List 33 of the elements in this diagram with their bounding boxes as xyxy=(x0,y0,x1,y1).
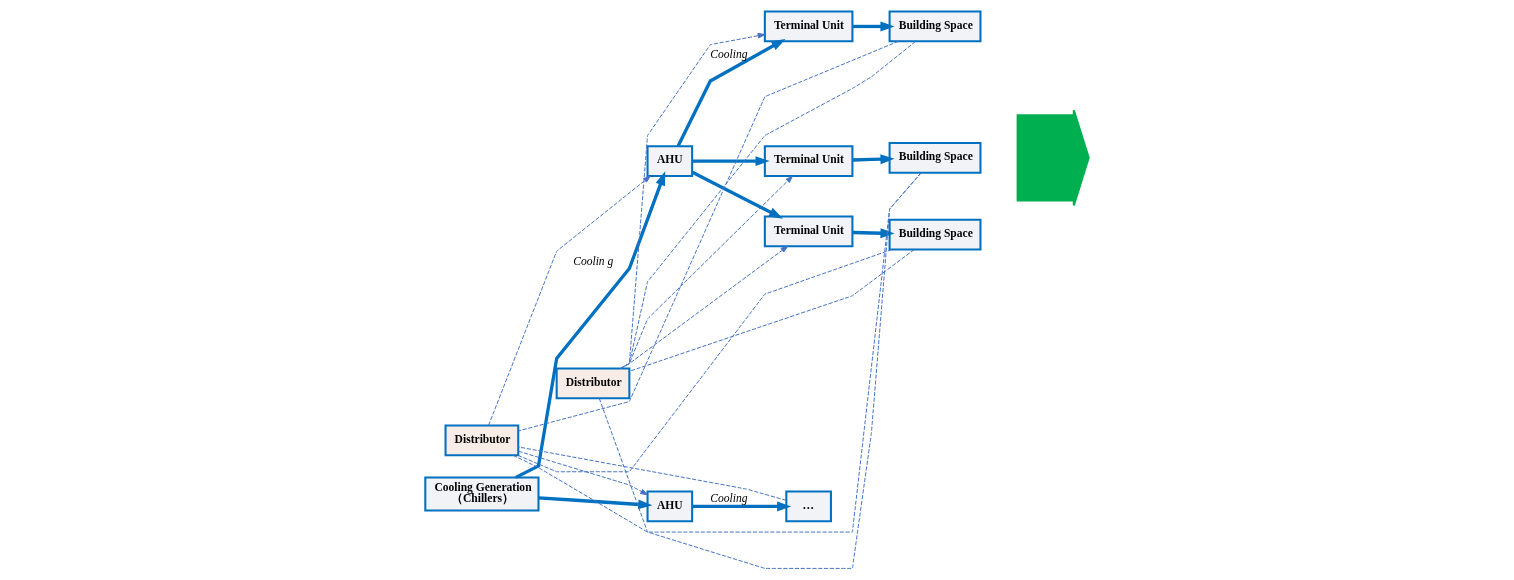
arrow xyxy=(852,154,895,165)
edge-label: Coolin g xyxy=(573,254,614,268)
edge-label: Cooling xyxy=(710,492,748,506)
arrow xyxy=(538,496,653,510)
arrow xyxy=(515,171,666,479)
node-arrow xyxy=(1016,109,1090,207)
node-box: Terminal Unit xyxy=(763,145,854,178)
connector xyxy=(517,446,787,501)
node-box: Terminal Unit xyxy=(763,215,854,248)
connector xyxy=(598,172,922,569)
node-box: Building Space xyxy=(888,141,982,174)
arrow xyxy=(518,450,648,496)
connector xyxy=(517,249,893,473)
node-box: AHU xyxy=(646,145,694,178)
node-box: Terminal Unit xyxy=(763,10,854,43)
connector xyxy=(620,41,916,369)
arrow xyxy=(488,175,651,426)
node-box: Distributor xyxy=(555,367,631,400)
arrow xyxy=(852,228,895,239)
arrow xyxy=(692,156,770,167)
arrow xyxy=(691,170,783,219)
node-box: Cooling Generation （Chillers） xyxy=(424,476,540,512)
node-box: Distributor xyxy=(444,424,520,457)
arrow xyxy=(852,21,895,32)
node-box: Building Space xyxy=(888,10,982,43)
edge-label: Cooling xyxy=(710,48,748,62)
connector xyxy=(518,40,899,432)
node-box: AHU xyxy=(646,490,694,523)
connector xyxy=(629,249,915,372)
node-box: Building Space xyxy=(888,218,982,251)
node-box: … xyxy=(785,490,832,523)
arrow xyxy=(676,38,786,147)
arrow xyxy=(692,501,792,512)
